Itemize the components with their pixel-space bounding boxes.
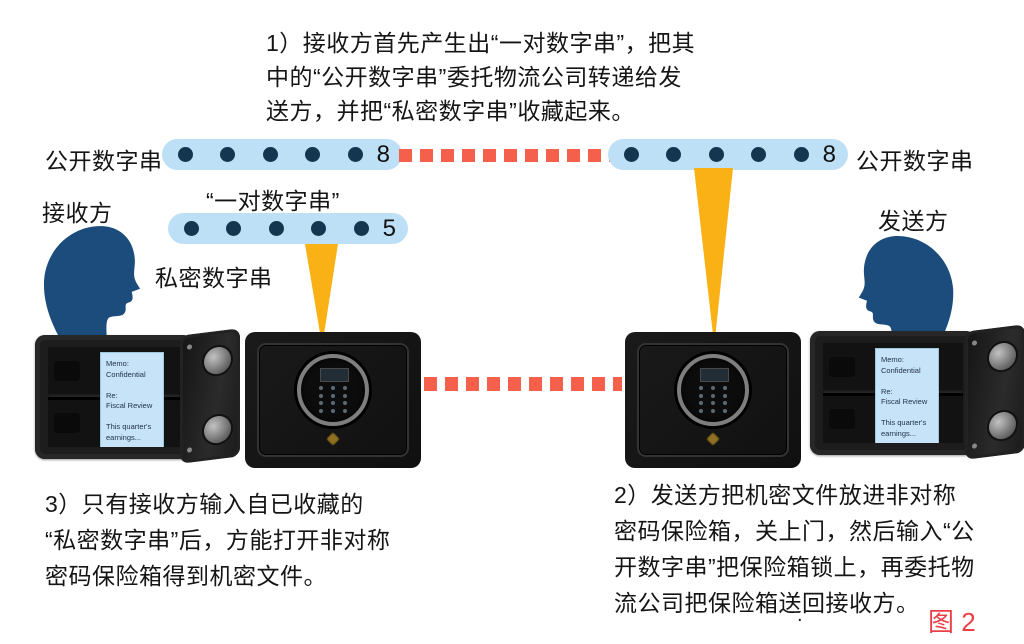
public-number-string-bar-left: 8	[162, 139, 402, 170]
digit-dot	[708, 147, 724, 162]
digit-dot	[353, 221, 369, 236]
digit-dot	[220, 147, 236, 162]
step3-text: 3）只有接收方输入自已收藏的 “私密数字串”后，方能打开非对称 密码保险箱得到机…	[45, 491, 391, 589]
keypad-display	[700, 368, 730, 382]
closed-safe-right	[625, 332, 801, 468]
door-bolt	[204, 414, 231, 445]
digit-dot	[305, 147, 321, 162]
transfer-dashed-line-top	[399, 149, 611, 162]
digit-dots	[184, 221, 369, 236]
sender-head-icon	[852, 232, 962, 350]
digit-dot	[311, 221, 327, 236]
door-bolt	[204, 345, 231, 376]
keypad-lock	[677, 354, 749, 427]
digit-dot	[347, 147, 363, 162]
safe-interior: Memo: Confidential Re: Fiscal Review Thi…	[48, 347, 180, 447]
private-string-label: 私密数字串	[155, 265, 273, 291]
digit-dot	[793, 147, 809, 162]
digit-dot	[666, 147, 682, 162]
receiver-label: 接收方	[42, 200, 113, 226]
door-bolt	[989, 410, 1016, 441]
safe-door-seam	[257, 343, 409, 457]
pair-string-label: “一对数字串”	[206, 188, 340, 214]
digit-dot	[268, 221, 284, 236]
pointer-triangle-public-to-safe	[694, 168, 733, 346]
confidential-document: Memo: Confidential Re: Fiscal Review Thi…	[875, 348, 939, 443]
receiver-head-icon	[38, 222, 144, 342]
digit-value: 8	[376, 140, 390, 168]
open-safe-receiver: Memo: Confidential Re: Fiscal Review Thi…	[35, 328, 240, 464]
safe-body: Memo: Confidential Re: Fiscal Review Thi…	[35, 335, 193, 459]
digit-dot	[751, 147, 767, 162]
public-string-label-right: 公开数字串	[856, 148, 974, 174]
safe-body: Memo: Confidential Re: Fiscal Review Thi…	[810, 331, 976, 455]
safe-door-seam	[637, 343, 789, 457]
public-string-label-left: 公开数字串	[45, 148, 163, 174]
pointer-triangle-private-to-safe	[305, 244, 338, 346]
figure-caption: 图 2	[928, 607, 976, 637]
digit-dot	[184, 221, 199, 236]
safe-open-door	[965, 324, 1024, 460]
digit-value: 8	[822, 140, 836, 168]
door-bolt	[989, 341, 1016, 372]
digit-dot	[262, 147, 278, 162]
keypad-buttons	[315, 384, 351, 415]
private-number-string-bar: 5	[168, 213, 408, 244]
digit-dot	[226, 221, 242, 236]
digit-dot	[178, 147, 193, 162]
confidential-document: Memo: Confidential Re: Fiscal Review Thi…	[100, 352, 164, 447]
closed-safe-left	[245, 332, 421, 468]
keypad-display	[320, 368, 350, 382]
keypad-lock	[297, 354, 369, 427]
digit-dots	[624, 147, 809, 162]
stray-period: .	[797, 604, 803, 626]
digit-value: 5	[382, 214, 396, 242]
sender-label: 发送方	[878, 208, 949, 234]
transfer-dashed-line-middle	[424, 377, 622, 391]
step2-text: 2）发送方把机密文件放进非对称 密码保险箱，关上门，然后输入“公 开数字串”把保…	[614, 482, 975, 616]
public-number-string-bar-right: 8	[608, 139, 848, 170]
safe-interior: Memo: Confidential Re: Fiscal Review Thi…	[823, 343, 963, 443]
safe-open-door	[180, 328, 240, 464]
digit-dots	[178, 147, 363, 162]
open-safe-sender: Memo: Confidential Re: Fiscal Review Thi…	[810, 324, 1024, 460]
step1-text: 1）接收方首先产生出“一对数字串”，把其 中的“公开数字串”委托物流公司转递给发…	[266, 30, 696, 124]
keypad-buttons	[695, 384, 731, 415]
digit-dot	[624, 147, 639, 162]
